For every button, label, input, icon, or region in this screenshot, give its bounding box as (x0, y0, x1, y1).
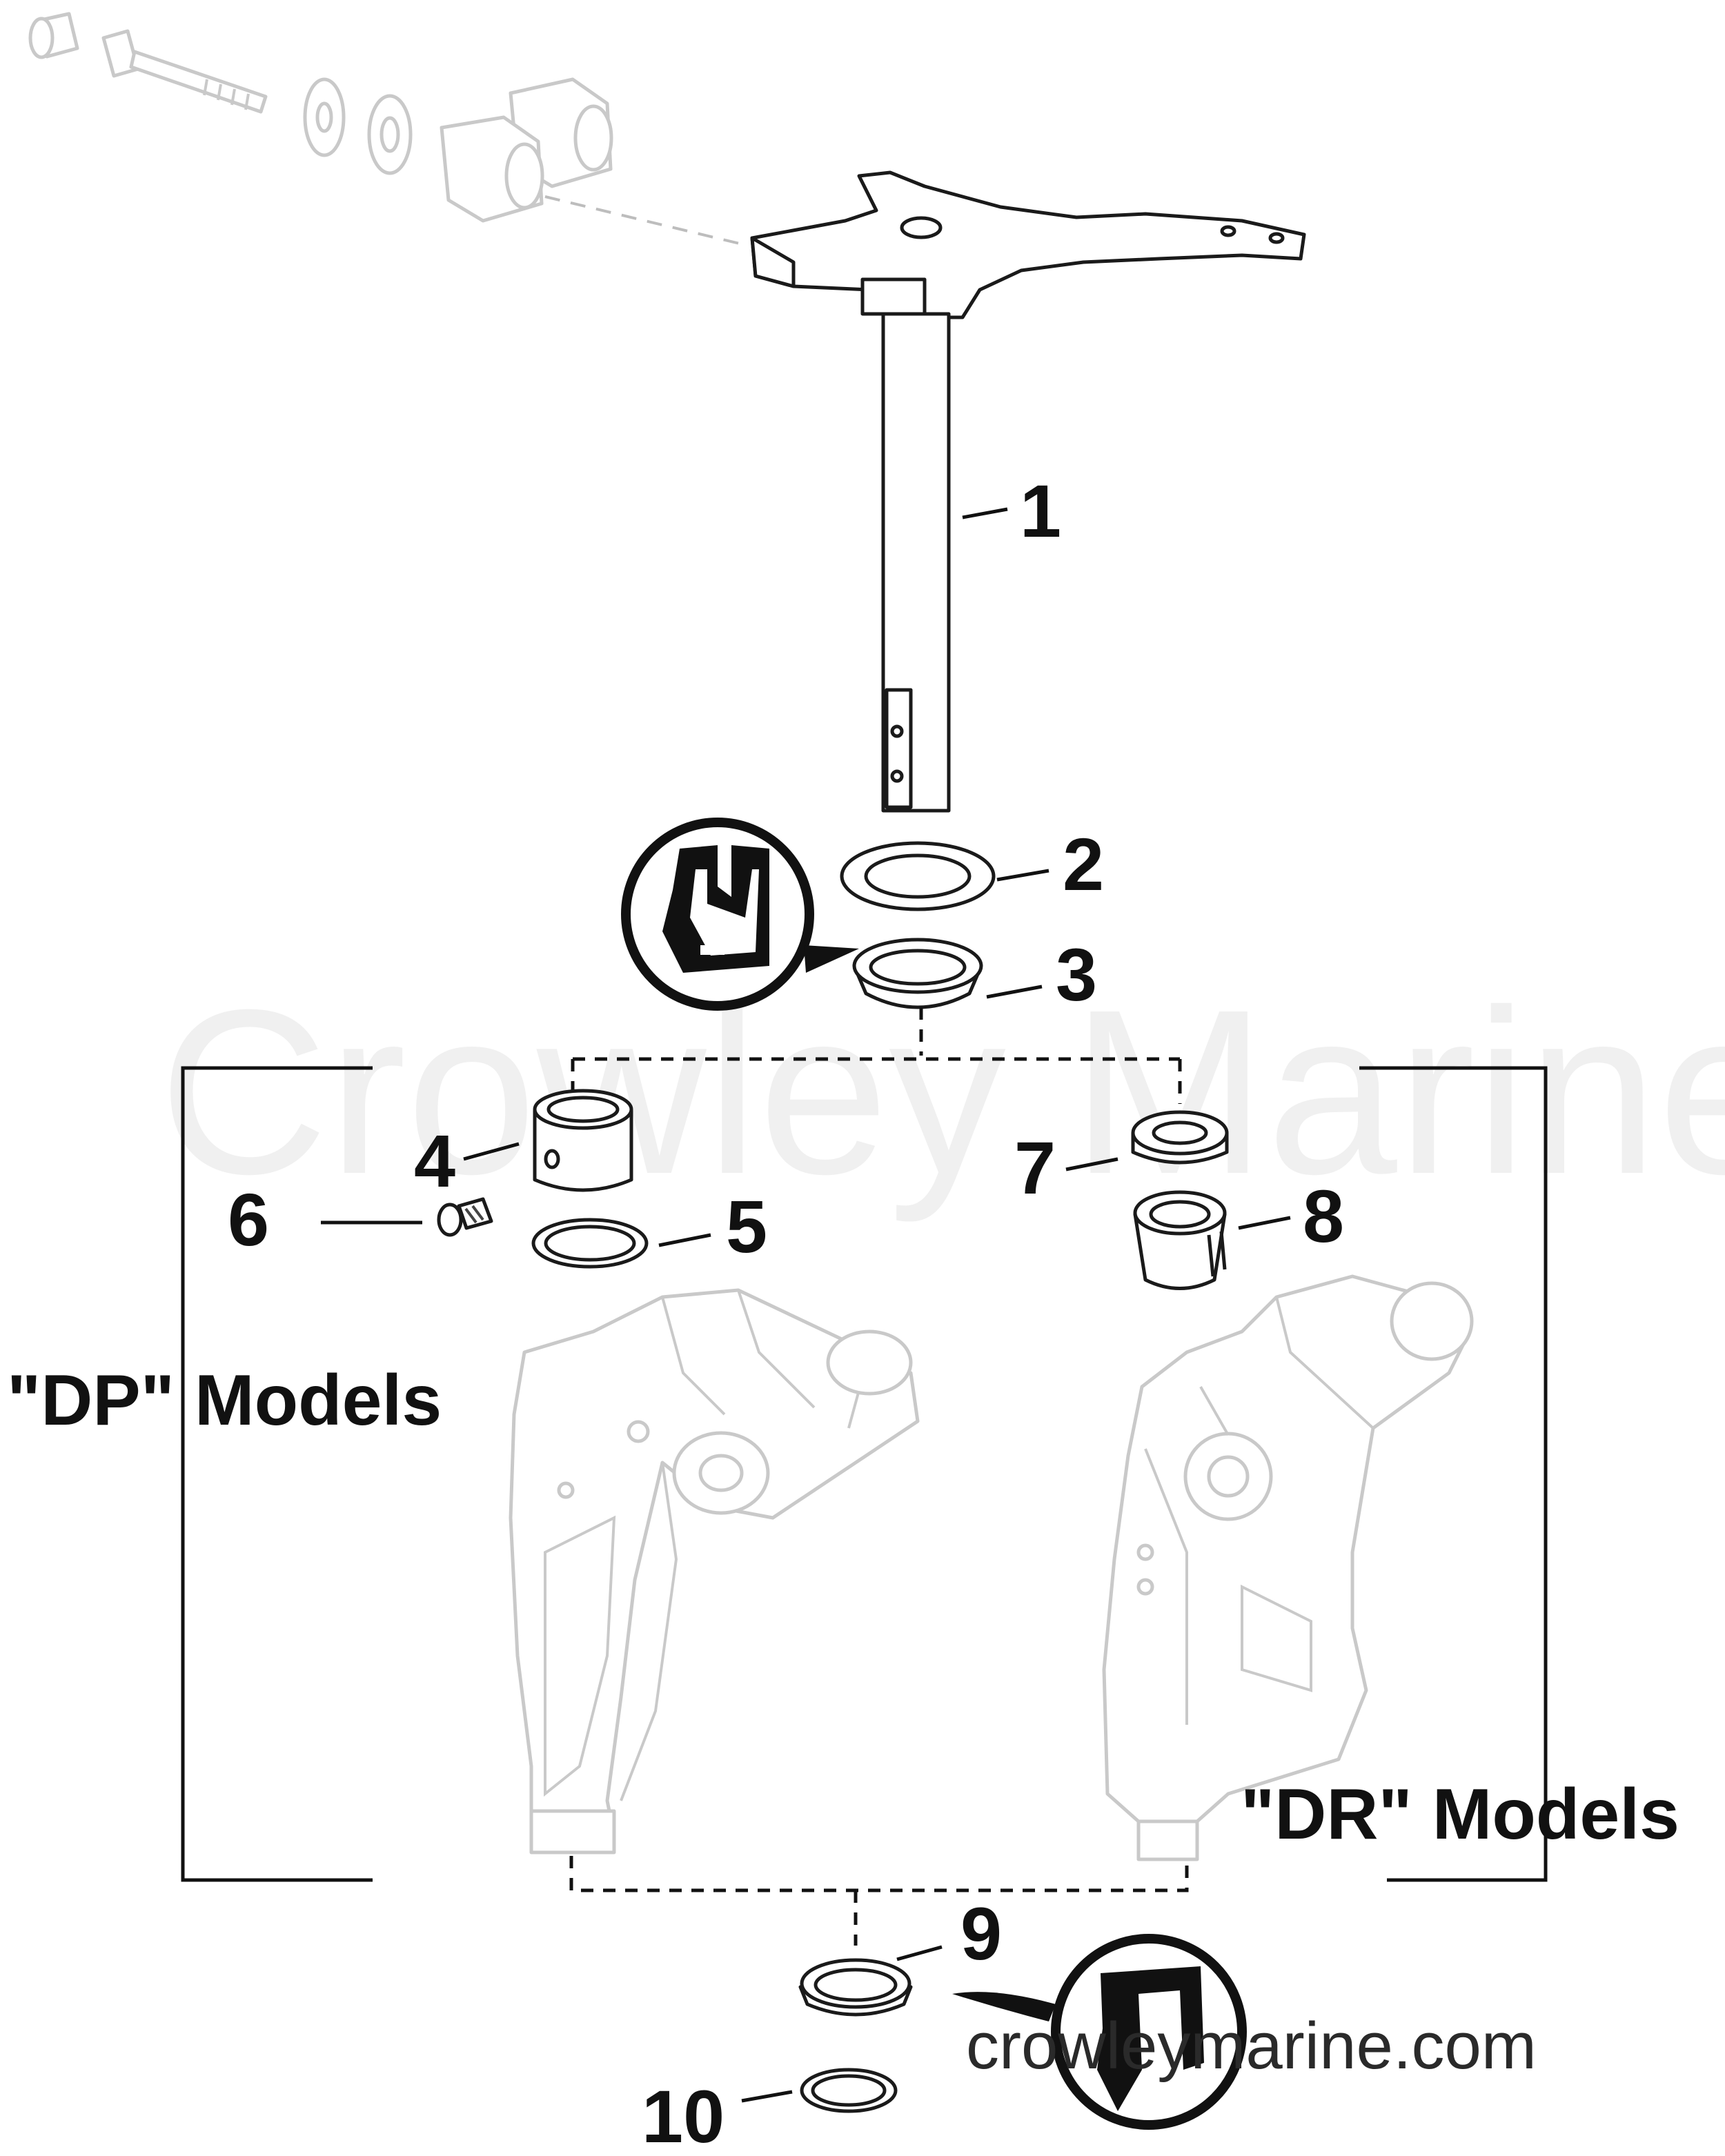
callout-10: 10 (642, 2075, 724, 2156)
leader-lines (321, 507, 1291, 2103)
callout-6: 6 (228, 1178, 269, 1261)
callout-1: 1 (1020, 469, 1061, 553)
callout-9: 9 (960, 1892, 1002, 1975)
callout-2: 2 (1063, 822, 1104, 906)
bushing-part-7 (1131, 1110, 1229, 1165)
callout-8: 8 (1303, 1174, 1344, 1258)
dr-swivel-bracket (1102, 1274, 1474, 1861)
faded-upper-hardware (28, 12, 746, 246)
bushing-part-8 (1133, 1190, 1227, 1290)
sealer-lubricant-icon (952, 1934, 1247, 2130)
dp-swivel-bracket (509, 1288, 920, 1855)
dp-models-label: "DP" Models (7, 1361, 442, 1441)
assembly-line-lower (569, 1856, 1189, 1946)
callout-3: 3 (1056, 933, 1097, 1016)
washer-part-10 (800, 2068, 898, 2113)
washer-part-5 (531, 1218, 649, 1269)
steering-arm-shaft (750, 170, 1306, 813)
screw-part-6 (437, 1197, 493, 1237)
bushing-part-4 (533, 1089, 633, 1192)
washer-part-2 (840, 841, 996, 911)
callout-5: 5 (726, 1185, 767, 1268)
website-url: crowleymarine.com (966, 2009, 1537, 2083)
dr-models-label: "DR" Models (1241, 1774, 1679, 1855)
bushing-part-9 (798, 1958, 913, 2017)
dp-models-bracket (181, 1066, 373, 1882)
grease-lubricant-icon (621, 818, 859, 1011)
assembly-line-upper (571, 1007, 1182, 1104)
callout-4: 4 (414, 1119, 455, 1203)
bushing-part-3 (852, 938, 983, 1009)
callout-7: 7 (1014, 1126, 1056, 1209)
dr-models-bracket (1359, 1066, 1548, 1882)
